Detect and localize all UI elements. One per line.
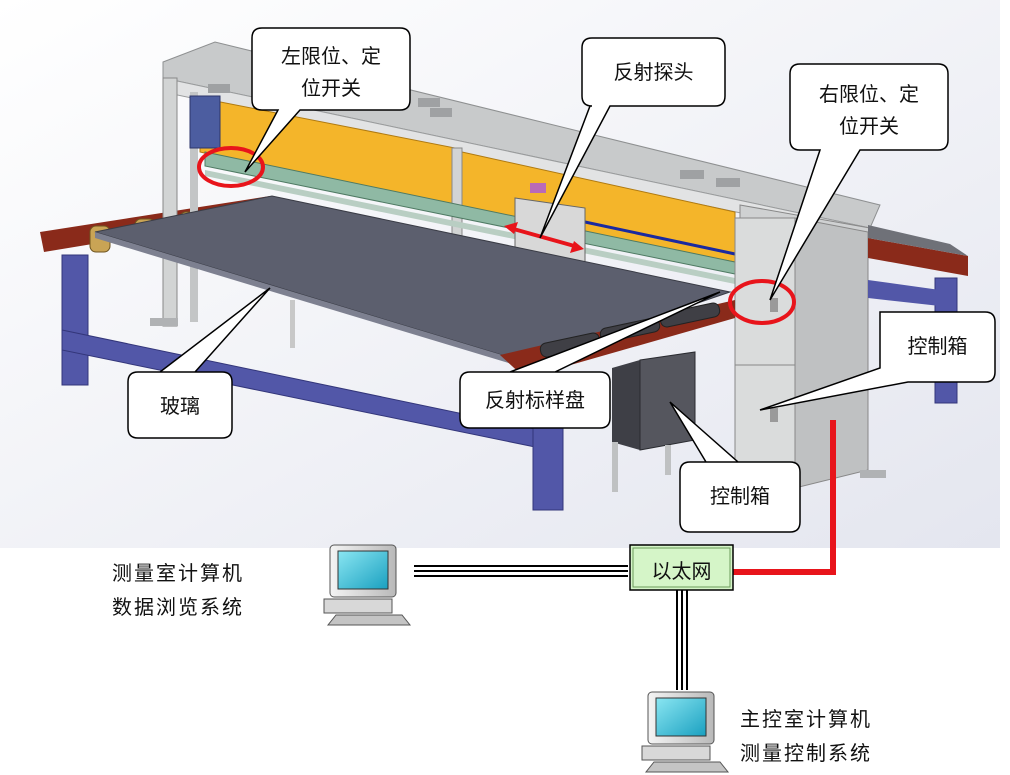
label-right-limit-line2: 位开关 xyxy=(839,114,899,138)
glass-plate-edge xyxy=(95,232,525,368)
callout-control-box-mid xyxy=(669,401,801,533)
label-reflect-probe-text: 反射探头 xyxy=(613,60,694,84)
label-right-limit-line1: 右限位、定 xyxy=(819,82,919,106)
label-control-box-right-text: 控制箱 xyxy=(907,334,968,358)
machine xyxy=(40,41,968,511)
label-main-computer-line1: 主控室计算机 xyxy=(740,707,872,731)
main-computer-icon xyxy=(641,691,730,773)
label-right-limit: 右限位、定 位开关 xyxy=(790,78,948,142)
control-cable xyxy=(733,420,836,575)
right-roller-bed xyxy=(868,225,968,256)
label-control-box-mid-text: 控制箱 xyxy=(710,484,770,508)
callout-reflect-sample xyxy=(459,291,721,429)
callout-left-limit xyxy=(244,27,411,173)
label-reflect-sample-text: 反射标样盘 xyxy=(485,388,585,412)
callout-right-limit xyxy=(769,63,949,301)
motor-unit xyxy=(189,95,221,149)
frame-left-post-inner xyxy=(190,92,198,322)
middle-control-box-front xyxy=(639,351,696,451)
frame-left-post xyxy=(162,77,178,327)
top-vents xyxy=(208,84,740,187)
label-glass-text: 玻璃 xyxy=(160,394,200,418)
network-links xyxy=(414,420,836,690)
probe-travel-arrow xyxy=(504,222,584,253)
label-glass: 玻璃 xyxy=(128,390,232,422)
label-reflect-probe: 反射探头 xyxy=(582,56,725,88)
label-main-computer-line2: 测量控制系统 xyxy=(740,741,872,765)
left-limit-highlight xyxy=(197,146,265,188)
right-limit-highlight xyxy=(728,279,796,325)
callout-control-box-right xyxy=(759,311,996,411)
callout-reflect-probe xyxy=(539,37,726,239)
probe-head xyxy=(530,183,546,193)
label-ethernet: 以太网 xyxy=(651,559,712,583)
guide-rail-lower xyxy=(205,170,735,284)
label-lab-computer-line1: 测量室计算机 xyxy=(112,561,244,585)
label-left-limit-line1: 左限位、定 xyxy=(281,44,381,68)
label-lab-computer-line2: 数据浏览系统 xyxy=(112,595,244,619)
right-beam xyxy=(868,280,940,306)
ethernet-box xyxy=(629,544,734,591)
label-lab-computer: 测量室计算机 数据浏览系统 xyxy=(112,556,312,624)
right-roller-rail xyxy=(868,238,968,276)
callout-glass xyxy=(127,287,271,439)
label-left-limit: 左限位、定 位开关 xyxy=(252,40,410,104)
lab-computer-icon xyxy=(323,544,412,626)
middle-control-box-side xyxy=(612,360,640,450)
label-reflect-sample: 反射标样盘 xyxy=(460,384,610,416)
label-main-computer: 主控室计算机 测量控制系统 xyxy=(740,702,960,770)
blue-track-line xyxy=(584,220,736,256)
label-left-limit-line2: 位开关 xyxy=(301,76,361,100)
label-control-box-mid: 控制箱 xyxy=(680,480,800,512)
label-control-box-right: 控制箱 xyxy=(880,330,995,362)
